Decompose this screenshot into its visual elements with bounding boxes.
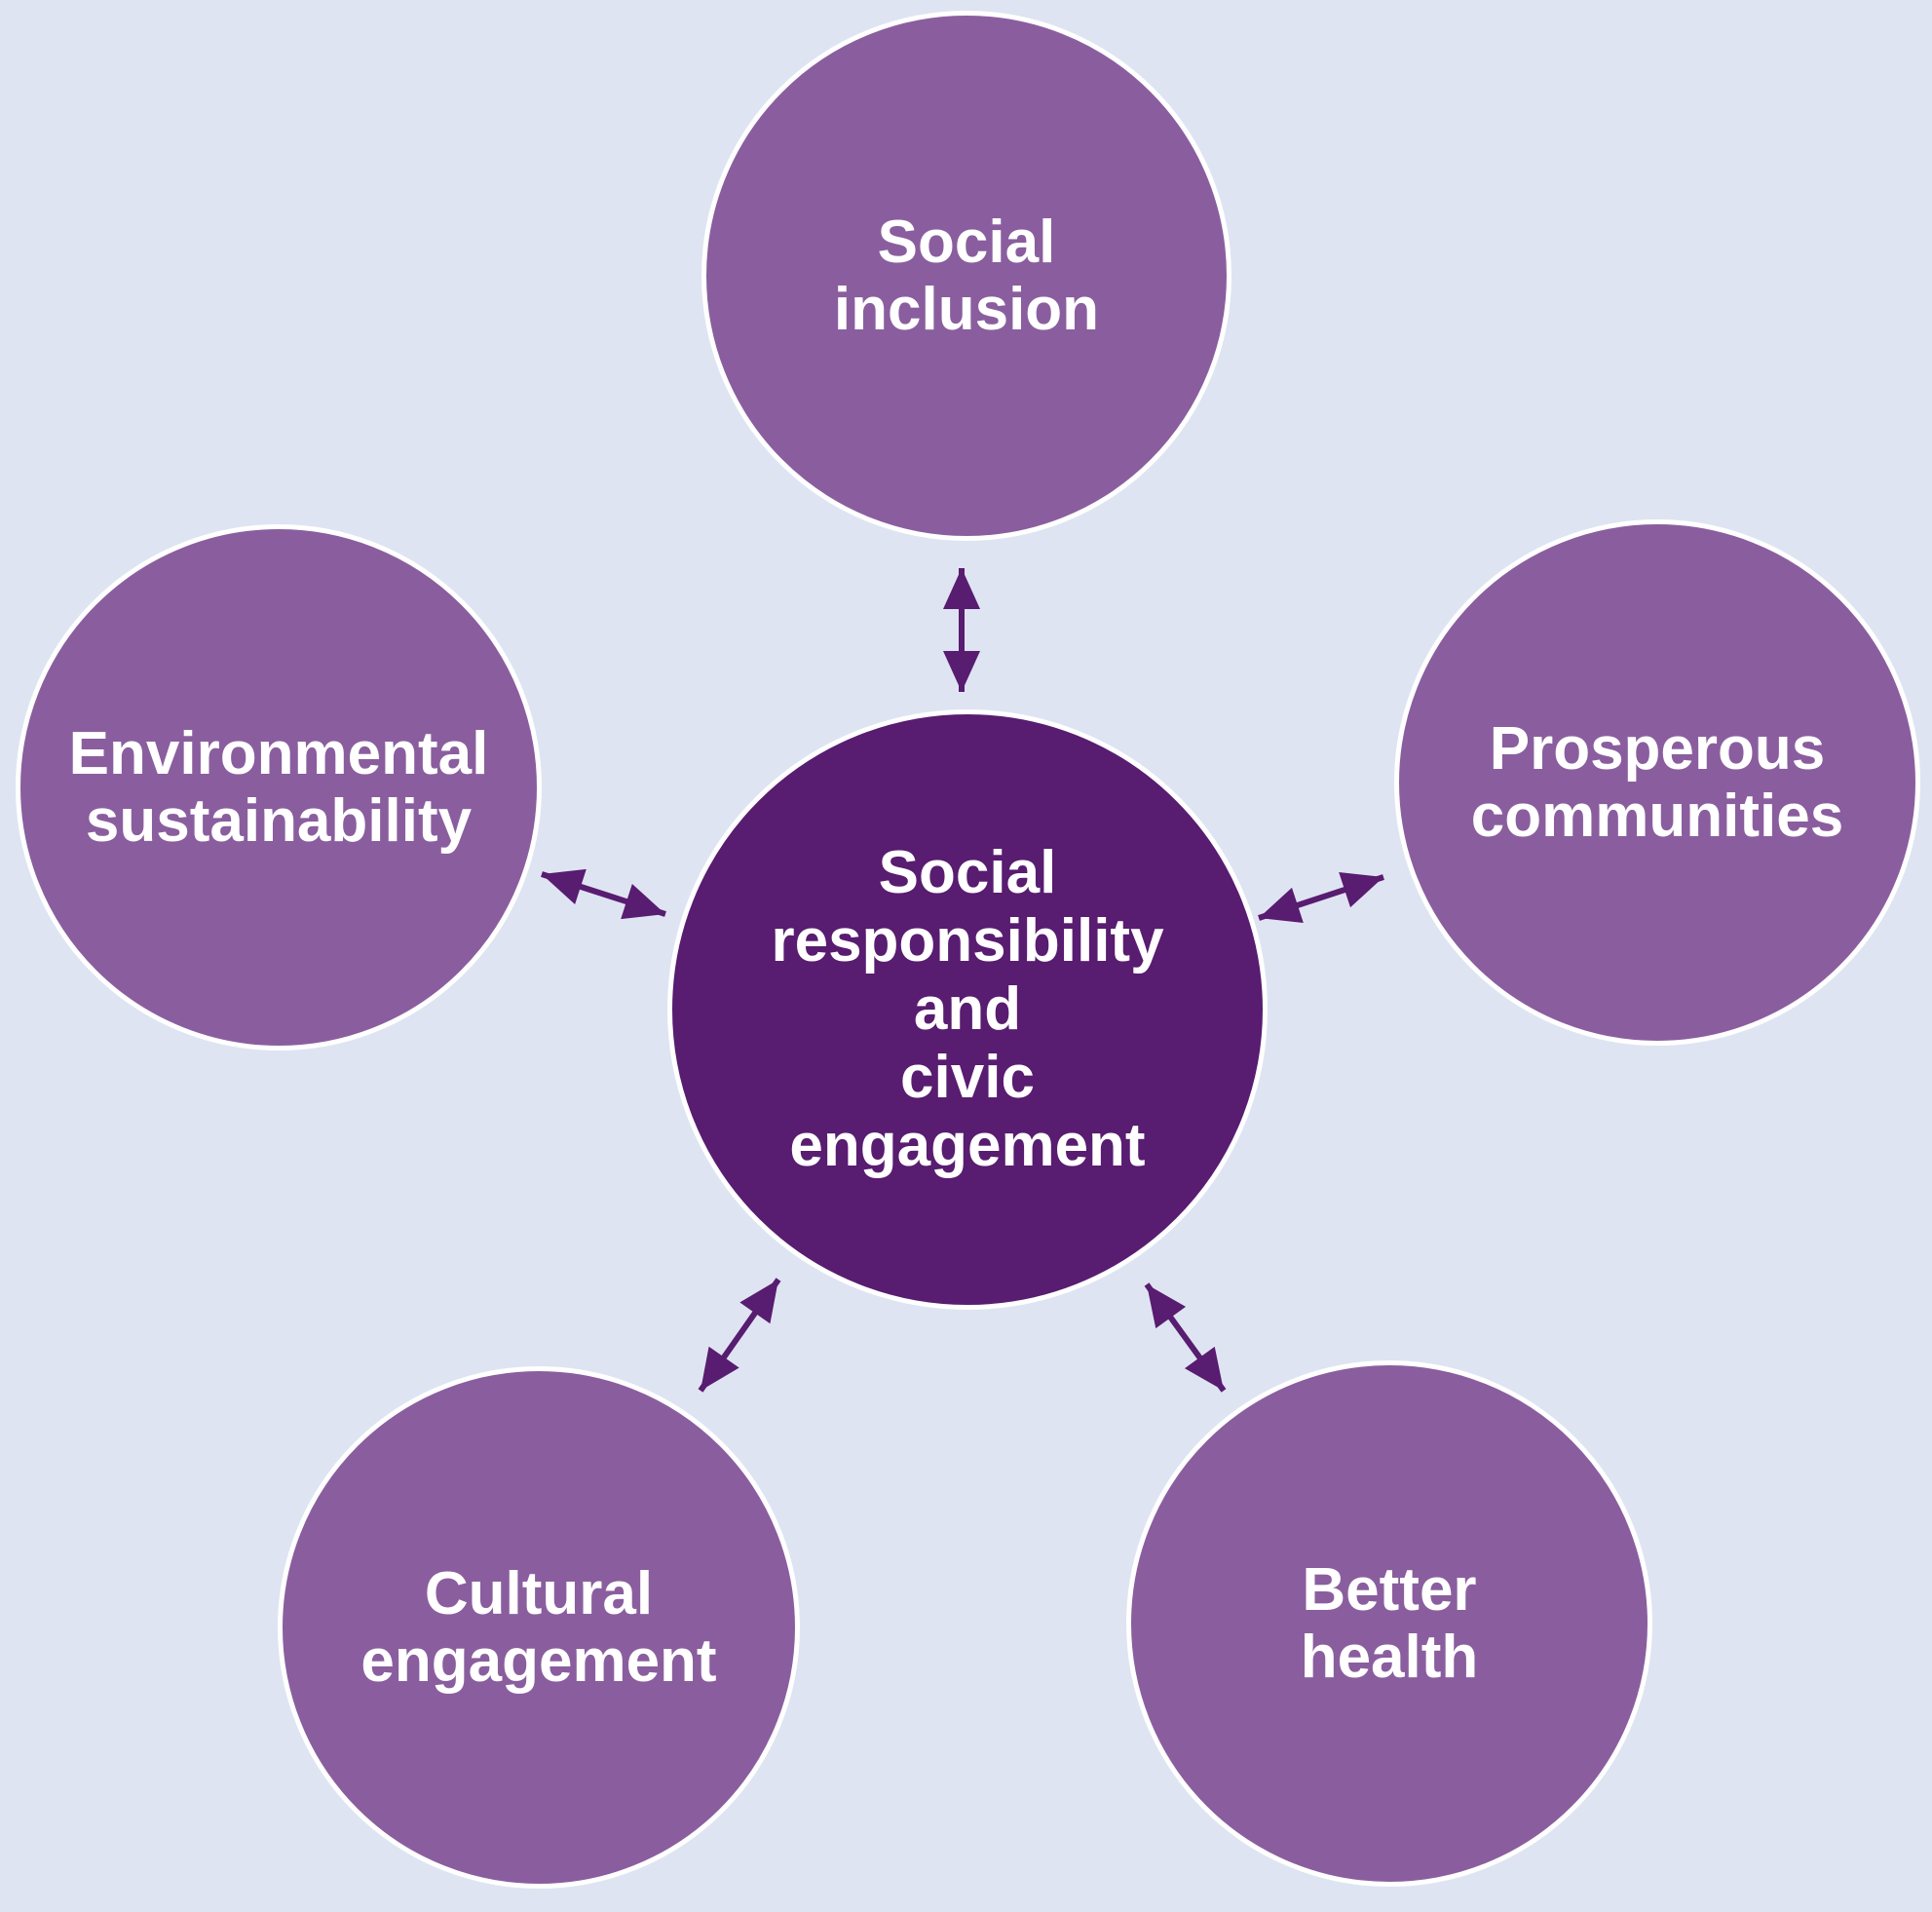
double-arrow-center-cultural-engagement <box>698 1278 781 1393</box>
node-label: Better health <box>1301 1556 1479 1691</box>
double-arrow-center-prosperous-communities <box>1258 872 1384 923</box>
node-label-line: health <box>1300 1624 1479 1691</box>
node-label-line: and <box>913 975 1022 1043</box>
node-label-line: engagement <box>789 1112 1146 1179</box>
node-label-line: communities <box>1470 783 1844 850</box>
node-label-line: engagement <box>360 1627 717 1695</box>
node-label: Cultural engagement <box>360 1560 716 1695</box>
node-label-line: Social <box>877 209 1056 276</box>
node-label-line: Prosperous <box>1489 715 1826 783</box>
double-arrow-center-environmental-sustainability <box>541 868 666 920</box>
node-label-line: responsibility <box>771 907 1164 975</box>
node-label-line: inclusion <box>833 276 1100 343</box>
node-label: Environmental sustainability <box>69 720 489 855</box>
node-environmental-sustainability: Environmental sustainability <box>16 524 542 1051</box>
node-label: Prosperous communities <box>1471 715 1843 850</box>
node-label-line: Cultural <box>424 1560 654 1627</box>
node-label: Social inclusion <box>834 209 1099 343</box>
double-arrow-center-better-health <box>1144 1282 1227 1393</box>
node-label-line: civic <box>900 1044 1035 1111</box>
node-cultural-engagement: Cultural engagement <box>278 1366 800 1889</box>
node-label-line: Social <box>878 839 1057 906</box>
node-label-line: Better <box>1302 1556 1477 1624</box>
node-label-line: Environmental <box>68 720 489 787</box>
node-social-responsibility-and-civic-engagement: Social responsibility and civic engageme… <box>667 709 1268 1310</box>
node-better-health: Better health <box>1126 1360 1652 1887</box>
node-prosperous-communities: Prosperous communities <box>1394 519 1920 1046</box>
node-label-line: sustainability <box>85 787 473 855</box>
node-label: Social responsibility and civic engageme… <box>771 839 1163 1180</box>
node-social-inclusion: Social inclusion <box>701 11 1231 541</box>
